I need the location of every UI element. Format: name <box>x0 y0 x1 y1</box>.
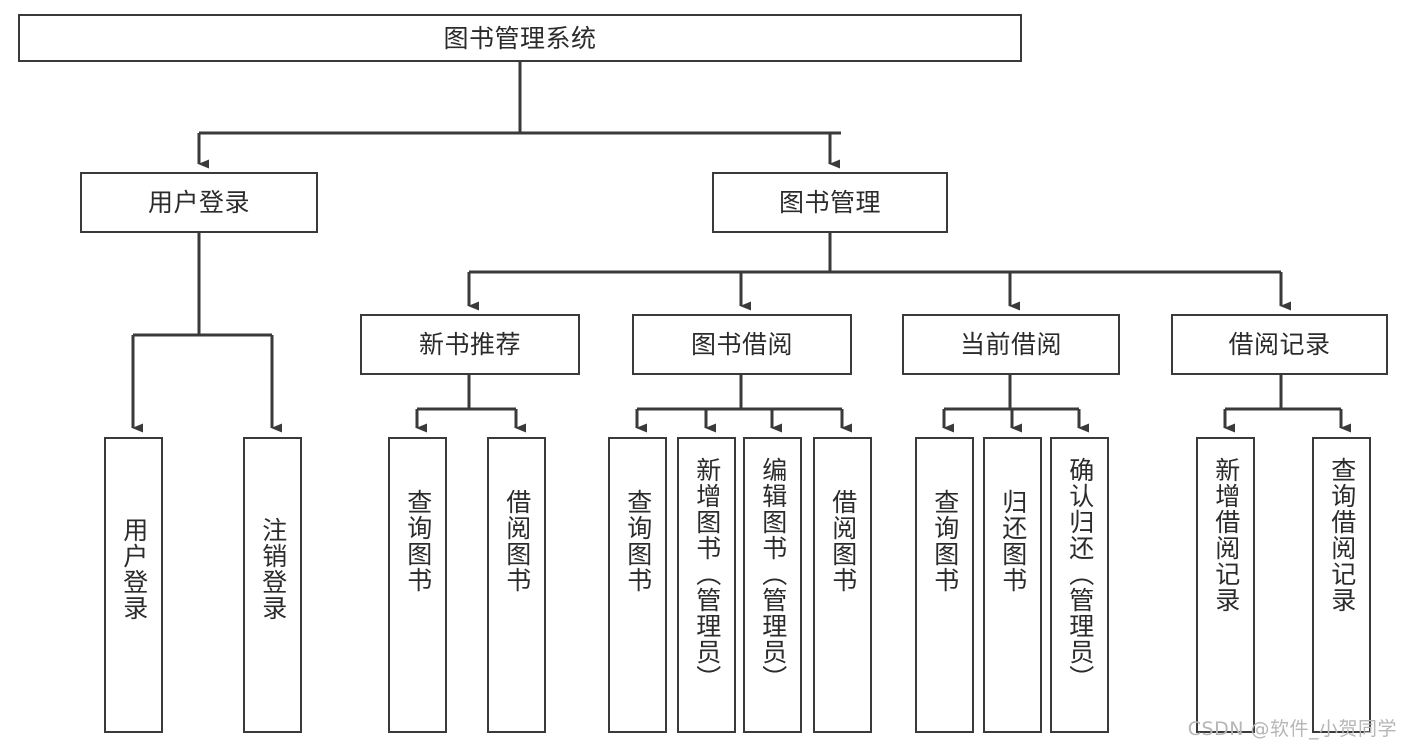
node-leaf-query-borrow-record[interactable]: 查询借阅记录 <box>1312 437 1371 733</box>
node-label: 当前借阅 <box>959 330 1062 359</box>
node-label: 注销登录 <box>258 517 288 621</box>
node-leaf-query-book-current[interactable]: 查询图书 <box>915 437 974 733</box>
node-leaf-edit-book-admin[interactable]: 编辑图书（管理员） <box>743 437 802 733</box>
node-leaf-user-login[interactable]: 用户登录 <box>104 437 163 733</box>
node-book-management-system[interactable]: 图书管理系统 <box>18 14 1022 62</box>
node-label: 图书管理系统 <box>443 23 597 53</box>
node-label: 新增借阅记录 <box>1211 457 1241 613</box>
node-leaf-add-borrow-record[interactable]: 新增借阅记录 <box>1196 437 1255 733</box>
node-label: 新增图书（管理员） <box>692 457 722 691</box>
node-book-borrow[interactable]: 图书借阅 <box>632 314 852 375</box>
node-leaf-logout[interactable]: 注销登录 <box>243 437 302 733</box>
node-label: 用户登录 <box>119 517 149 621</box>
node-leaf-query-book-borrow[interactable]: 查询图书 <box>608 437 667 733</box>
node-leaf-query-book-recommend[interactable]: 查询图书 <box>388 437 447 733</box>
node-borrow-record[interactable]: 借阅记录 <box>1171 314 1388 375</box>
node-label: 归还图书 <box>998 489 1028 593</box>
node-leaf-confirm-return-admin[interactable]: 确认归还（管理员） <box>1050 437 1109 733</box>
csdn-watermark: CSDN @软件_小贺同学 <box>1187 718 1397 740</box>
node-new-book-recommend[interactable]: 新书推荐 <box>360 314 580 375</box>
node-user-login[interactable]: 用户登录 <box>80 172 318 233</box>
node-label: 借阅图书 <box>828 489 858 593</box>
node-label: 借阅记录 <box>1228 330 1331 359</box>
node-label: 查询图书 <box>623 489 653 593</box>
node-leaf-add-book-admin[interactable]: 新增图书（管理员） <box>677 437 736 733</box>
node-label: 编辑图书（管理员） <box>758 457 788 691</box>
node-label: 用户登录 <box>147 188 250 217</box>
node-label: 查询图书 <box>930 489 960 593</box>
node-label: 确认归还（管理员） <box>1065 457 1095 691</box>
node-label: 查询图书 <box>403 489 433 593</box>
node-leaf-return-book[interactable]: 归还图书 <box>983 437 1042 733</box>
node-leaf-borrow-book-recommend[interactable]: 借阅图书 <box>487 437 546 733</box>
node-current-borrow[interactable]: 当前借阅 <box>902 314 1120 375</box>
node-label: 新书推荐 <box>418 330 521 359</box>
node-leaf-borrow-book[interactable]: 借阅图书 <box>813 437 872 733</box>
node-label: 图书管理 <box>778 188 881 217</box>
node-label: 查询借阅记录 <box>1327 457 1357 613</box>
node-book-management[interactable]: 图书管理 <box>712 172 948 233</box>
node-label: 图书借阅 <box>690 330 793 359</box>
node-label: 借阅图书 <box>502 489 532 593</box>
